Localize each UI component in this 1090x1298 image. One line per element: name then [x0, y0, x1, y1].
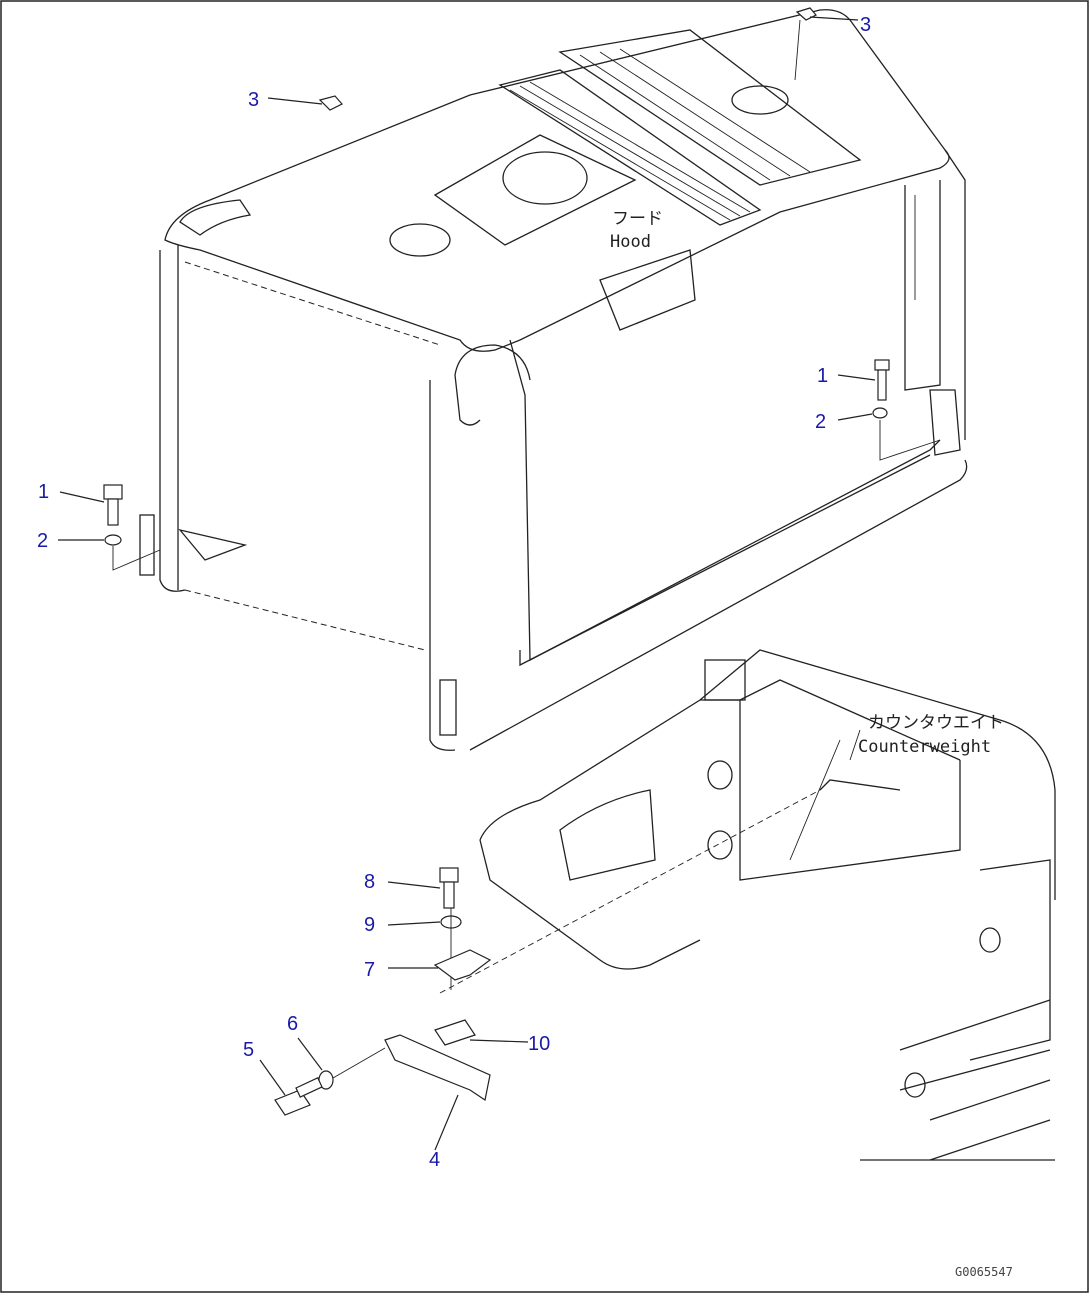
drawing-id: G0065547 [955, 1265, 1013, 1279]
hardware-lower [259, 867, 529, 1151]
callout-1-left: 1 [38, 481, 50, 503]
counterweight-drawing [479, 649, 1056, 1161]
callout-10: 10 [528, 1033, 551, 1055]
hood-label-en: Hood [610, 232, 651, 252]
callout-5: 5 [243, 1039, 255, 1061]
callout-6: 6 [287, 1013, 299, 1035]
callout-7: 7 [364, 959, 376, 981]
callout-1-right: 1 [817, 365, 829, 387]
callout-2-right: 2 [815, 411, 827, 433]
callout-3-top-right: 3 [860, 14, 872, 36]
callout-2-left: 2 [37, 530, 49, 552]
callout-4: 4 [429, 1149, 441, 1171]
callout-8: 8 [364, 871, 376, 893]
hood-label-jp: フード [612, 209, 663, 229]
counterweight-label-jp: カウンタウエイト [868, 713, 1004, 733]
callout-9: 9 [364, 914, 376, 936]
hood-drawing [139, 9, 968, 751]
hardware-top [58, 7, 941, 571]
counterweight-label-en: Counterweight [858, 737, 992, 757]
callout-3-top-left: 3 [248, 89, 260, 111]
